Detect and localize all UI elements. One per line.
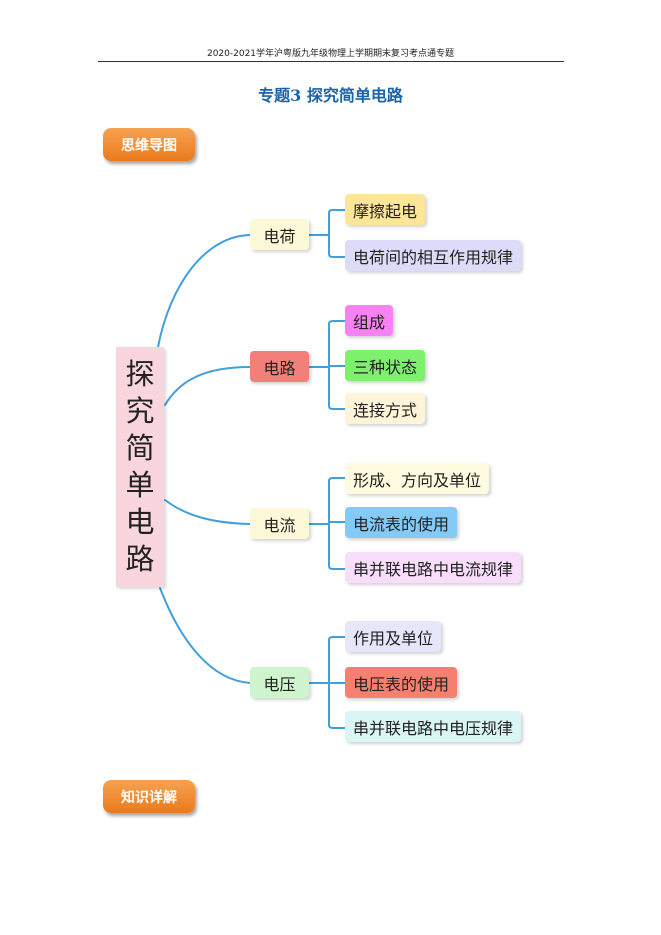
leaf-node: 串并联电路中电压规律 xyxy=(345,711,522,742)
connector-root-dianliu xyxy=(164,499,251,525)
leaf-node: 连接方式 xyxy=(345,393,426,424)
branch-node-dianliu: 电流 xyxy=(250,508,309,539)
root-char: 究 xyxy=(125,394,155,428)
connector-root-dianya xyxy=(159,587,251,684)
branch-node-dianya: 电压 xyxy=(250,667,309,698)
leaf-node: 电荷间的相互作用规律 xyxy=(345,240,522,271)
running-header: 2020-2021学年沪粤版九年级物理上学期期末复习考点通专题 xyxy=(206,49,455,59)
root-char: 单 xyxy=(125,468,155,502)
root-char: 电 xyxy=(125,505,155,539)
leaf-node: 电压表的使用 xyxy=(345,667,458,698)
root-char: 路 xyxy=(125,542,155,576)
branch-node-dianhe: 电荷 xyxy=(250,219,309,250)
leaf-node: 电流表的使用 xyxy=(345,507,458,538)
root-char: 简 xyxy=(125,431,155,465)
leaf-node: 组成 xyxy=(345,305,394,336)
connector-dianlu-leaves xyxy=(308,320,346,410)
page-title: 专题3 探究简单电路 xyxy=(258,86,403,105)
leaf-node: 串并联电路中电流规律 xyxy=(345,552,522,583)
connector-dianhe-leaves xyxy=(308,209,346,258)
knowledge-section-tab: 知识详解 xyxy=(103,780,195,813)
leaf-node: 摩擦起电 xyxy=(345,194,426,225)
connector-dianliu-leaves xyxy=(308,477,346,570)
leaf-node: 三种状态 xyxy=(345,350,426,381)
branch-node-dianlu: 电路 xyxy=(250,351,309,382)
root-char: 探 xyxy=(125,357,155,391)
connector-root-dianhe xyxy=(157,234,251,348)
connector-root-dianlu xyxy=(164,366,251,406)
header-divider xyxy=(98,61,564,62)
leaf-node: 作用及单位 xyxy=(345,621,442,652)
mindmap-root: 探 究 简 单 电 路 xyxy=(116,347,164,587)
leaf-node: 形成、方向及单位 xyxy=(345,463,490,494)
mindmap-section-tab: 思维导图 xyxy=(103,128,195,161)
connector-dianya-leaves xyxy=(308,636,346,729)
